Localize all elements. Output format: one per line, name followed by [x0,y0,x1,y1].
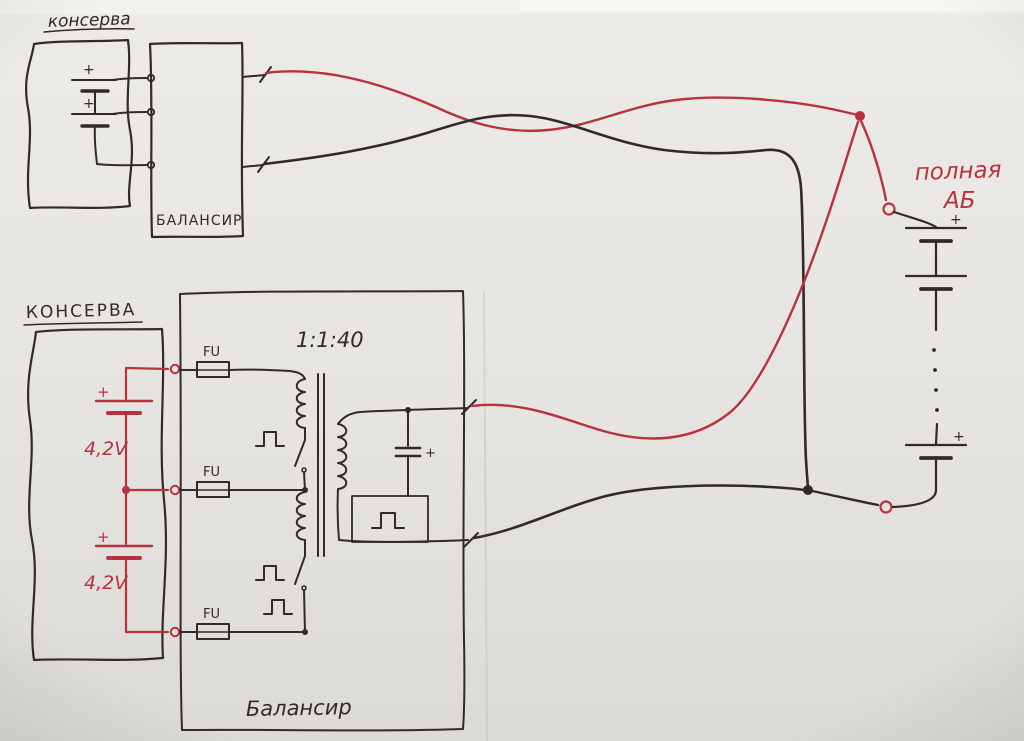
capacitor: + [394,409,436,497]
bottom-can-battery: + 4,2V + 4,2V [84,363,181,638]
transformer-ratio-label: 1:1:40 [296,328,364,352]
red-wire-bottom [470,120,860,440]
fuse-label: FU [203,345,220,360]
battery-bottom-lead [891,456,938,509]
cell-plus-sign: + [83,96,95,112]
cell-plus-sign: + [950,212,962,228]
switch-blade [294,439,306,467]
switch-1 [255,431,307,491]
pulse-symbol-3 [263,599,293,615]
battery-ellipsis-dot [935,408,939,412]
transformer [295,373,348,557]
full-battery-section: полная АБ + + [891,157,1002,509]
output-terminal-tick [463,532,479,548]
top-can-outline [25,38,134,210]
middle-node-dot [302,487,308,493]
switch-lead [303,471,306,491]
cell-voltage-label: 4,2V [84,572,129,594]
bottom-can-label: КОНСЕРВА [26,300,137,323]
red-junction-dot [855,111,865,121]
fuse-2: FU [179,465,303,498]
black-wire-top [262,113,810,491]
top-balancer-label: БАЛАНСИР [156,213,243,229]
fuse-label: FU [203,465,220,480]
secondary-winding [337,423,348,490]
lead-wire [111,77,148,81]
top-can-label-underline [43,28,135,33]
battery-top-terminal-ring [882,202,896,216]
bottom-can-section: КОНСЕРВА + 4,2V + 4,2V [23,300,181,662]
full-battery-label-line1: полная [914,157,1002,186]
output-lead [242,164,263,168]
black-junction-dot [803,485,813,495]
cell-voltage-label: 4,2V [84,438,129,460]
bottom-balancer-box: Балансир 1:1:40 FU FU FU [179,290,479,732]
bottom-balancer-label: Балансир [246,695,352,721]
balancer-input-terminal-ring [169,363,181,375]
battery-bottom-terminal-ring [879,500,893,514]
red-wire-top [264,70,860,133]
battery-link [934,422,939,446]
top-can-battery: + + [71,62,156,170]
bottom-node-dot [302,629,308,635]
cell-plus-sign: + [97,528,110,546]
top-balancer-box: БАЛАНСИР [148,41,272,239]
battery-ellipsis-dot [934,388,938,392]
cell-plus-sign: + [953,429,965,445]
top-can-label: консерва [47,9,130,32]
black-wire-to-battery-bottom [810,489,880,507]
lead-wire [111,111,148,115]
secondary-top-rail [337,407,469,425]
switch-2 [255,539,307,633]
bottom-can-outline [27,327,168,662]
primary-winding-2 [295,491,306,541]
red-lead-wire [124,366,170,371]
pulse-symbol-1 [255,431,285,447]
secondary-bottom-rail [336,488,469,543]
output-lead [242,74,265,78]
black-wire-bottom [472,484,806,540]
fuse-lead [228,368,306,380]
output-terminal-tick [461,399,477,415]
battery-ellipsis-dot [932,348,936,352]
top-can-section: консерва + + [25,9,156,210]
top-balancer-outline [148,41,245,239]
cell-plus-sign: + [83,62,95,78]
output-terminal-tick [259,66,272,83]
capacitor-plus-sign: + [425,446,436,461]
driver-box [351,495,429,543]
bottom-can-label-underline [23,321,143,326]
red-wire-to-battery-top [859,119,888,202]
pulse-symbol-4 [371,512,405,529]
fuse-1: FU [179,345,306,380]
cell-plus-sign: + [97,383,110,401]
fuse-3: FU [179,607,303,640]
fuse-label: FU [203,607,220,622]
bottom-balancer-outline [179,290,466,732]
battery-ellipsis-dot [933,368,937,372]
lead-wire [93,125,148,167]
pulse-symbol-2 [255,565,285,581]
battery-top-link [892,210,938,229]
switch-blade [294,555,306,585]
secondary-circuit: + [336,399,479,548]
switch-lead [303,589,306,633]
full-battery-label-line2: АБ [942,188,976,214]
primary-winding-1 [295,378,306,429]
